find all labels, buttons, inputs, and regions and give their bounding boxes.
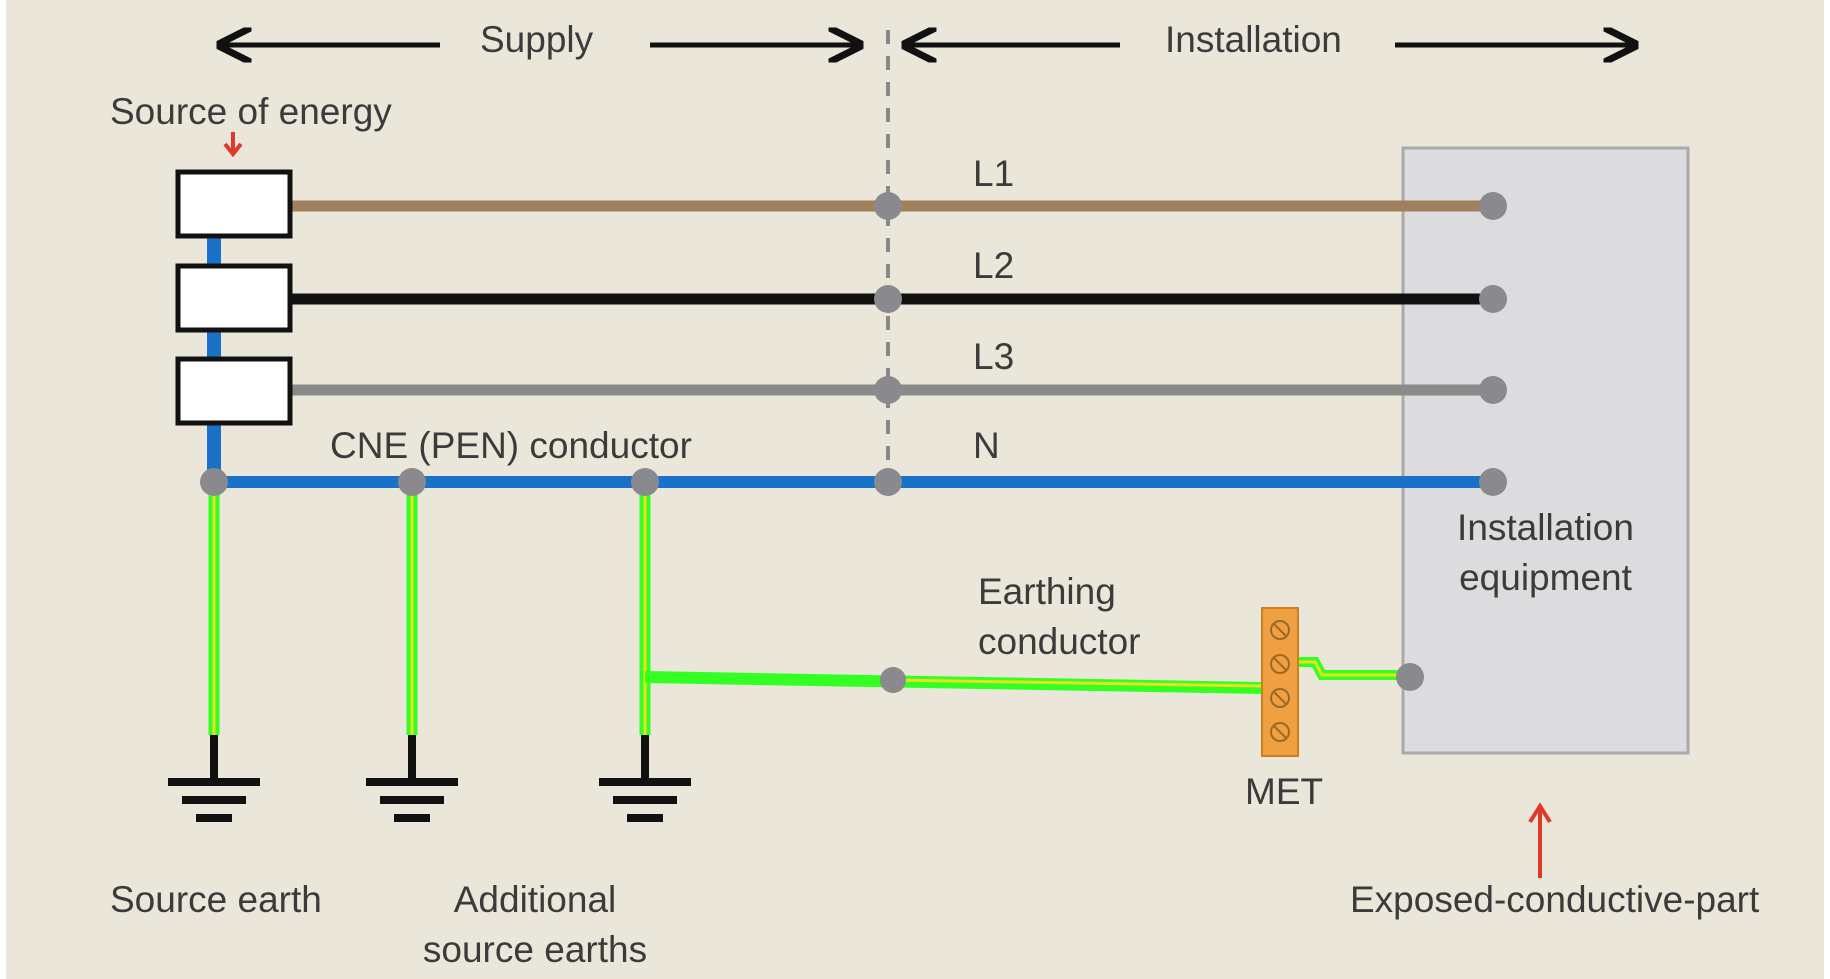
- installation-equipment-label-line1: Installation: [1457, 507, 1634, 548]
- earthing-conductor-label-line2: conductor: [978, 621, 1141, 662]
- n-label: N: [973, 425, 1000, 466]
- additional-earth-symbol-1: [366, 735, 458, 822]
- additional-source-earths-label-line1: Additional: [453, 879, 617, 920]
- additional-earth-symbol-2: [599, 735, 691, 822]
- installation-equipment-label-line2: equipment: [1459, 557, 1632, 598]
- met-label: MET: [1245, 771, 1324, 812]
- exposed-part-red-arrow: [1528, 802, 1552, 878]
- source-winding-1: [175, 169, 293, 239]
- l2-label: L2: [973, 245, 1015, 286]
- source-winding-3: [175, 356, 293, 426]
- additional-source-earths-label-line2: source earths: [422, 929, 648, 970]
- exposed-conductive-part-label: Exposed-conductive-part: [1350, 879, 1760, 920]
- l1-label: L1: [973, 153, 1015, 194]
- installation-equipment-box: [1401, 146, 1690, 755]
- left-edge-border: [0, 0, 6, 979]
- earthing-conductor: [644, 671, 1263, 694]
- supply-label: Supply: [480, 19, 594, 60]
- installation-label: Installation: [1165, 19, 1342, 60]
- l3-label: L3: [973, 336, 1015, 377]
- source-of-energy-label: Source of energy: [110, 91, 392, 132]
- source-winding-2: [175, 263, 293, 333]
- source-earth-label: Source earth: [110, 879, 322, 920]
- earthing-conductor-label-line1: Earthing: [978, 571, 1116, 612]
- equipment-terminals: [1396, 192, 1507, 691]
- right-edge-border: [1824, 0, 1830, 979]
- source-earth-symbol: [168, 735, 260, 822]
- met-to-equipment-link: [1290, 657, 1405, 680]
- pen-conductor-label: CNE (PEN) conductor: [330, 425, 692, 466]
- met-terminal-block: [1261, 607, 1299, 757]
- source-red-arrow: [223, 132, 243, 158]
- junction-dots: [200, 192, 906, 693]
